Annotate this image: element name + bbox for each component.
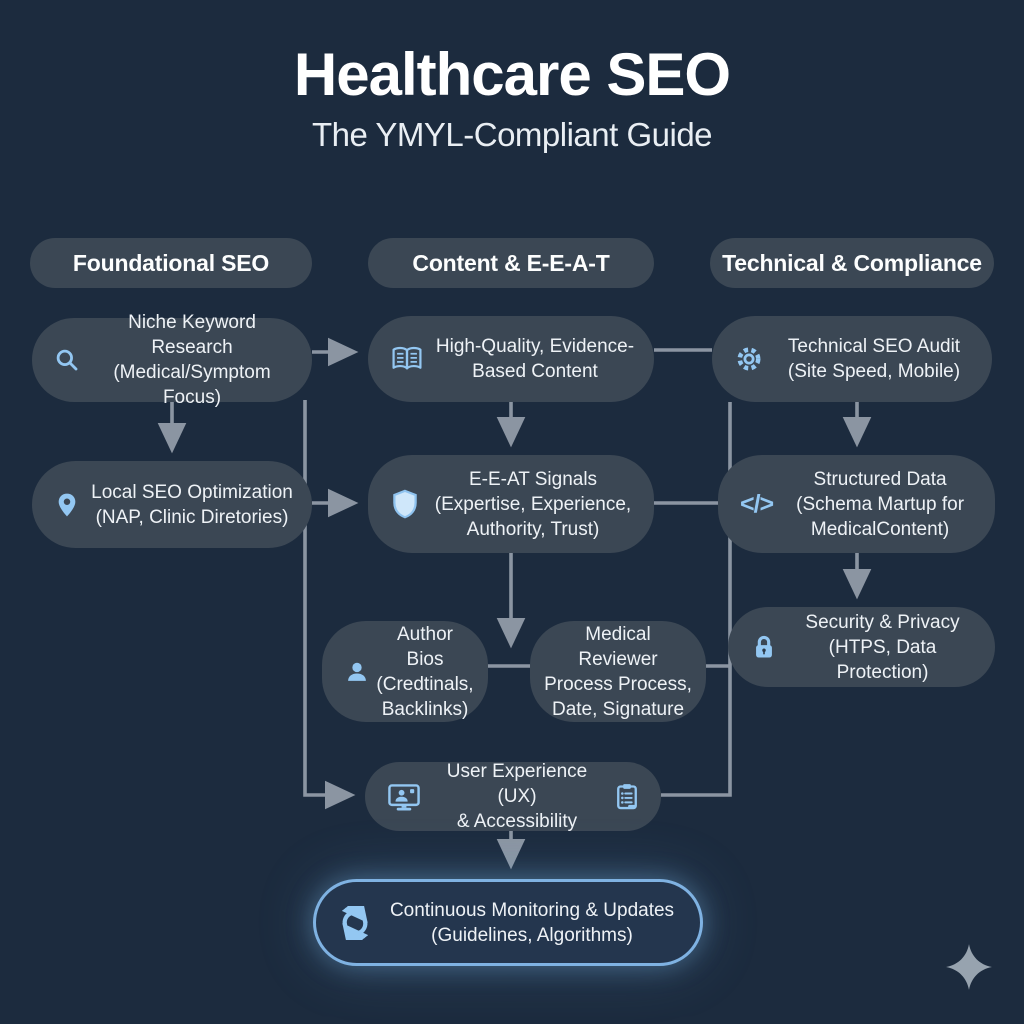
node-author-bios: Author Bios (Credtinals, Backlinks) [322, 621, 488, 722]
map-pin-icon [54, 491, 80, 519]
node-label: Continuous Monitoring & Updates (Guideli… [389, 899, 675, 946]
node-label: Local SEO Optimization (NAP, Clinic Dire… [91, 481, 293, 528]
node-eeat-signals: E-E-AT Signals (Expertise, Experience, A… [368, 455, 654, 553]
page-subtitle: The YMYL-Compliant Guide [311, 116, 713, 153]
shield-icon [390, 488, 420, 520]
node-medical-reviewer-process: Medical Reviewer Process Process, Date, … [530, 621, 706, 722]
node-label: Structured Data (Schema Martup for Medic… [796, 468, 965, 540]
node-local-seo-optimization: Local SEO Optimization (NAP, Clinic Dire… [32, 461, 312, 548]
refresh-icon [338, 905, 372, 940]
node-label: E-E-AT Signals (Expertise, Experience, A… [434, 468, 632, 540]
sparkle-icon [944, 942, 994, 992]
monitor-user-icon [387, 782, 421, 812]
node-label: Security & Privacy (HTPS, Data Protectio… [805, 611, 960, 683]
node-label: High-Quality, Evidence- Based Content [435, 336, 635, 382]
search-icon [54, 347, 80, 373]
node-label: User Experience (UX) & Accessibility [446, 761, 588, 832]
node-label: Technical SEO Audit (Site Speed, Mobile) [787, 336, 961, 382]
node-label: Author Bios (Credtinals, Backlinks) [376, 623, 474, 720]
node-technical-seo-audit: Technical SEO Audit (Site Speed, Mobile) [712, 316, 992, 402]
node-user-experience-accessibility: User Experience (UX) & Accessibility [365, 761, 661, 832]
lock-icon [750, 632, 778, 662]
code-icon: </> [740, 489, 774, 518]
node-label: Niche Keyword Research (Medical/Symptom … [113, 312, 271, 408]
node-structured-data: </> Structured Data (Schema Martup for M… [718, 455, 995, 553]
gear-icon [734, 344, 764, 374]
node-high-quality-content: High-Quality, Evidence- Based Content [368, 316, 654, 402]
page-title: Healthcare SEO [293, 41, 731, 108]
node-continuous-monitoring-updates: Continuous Monitoring & Updates (Guideli… [313, 879, 703, 966]
node-label: Medical Reviewer Process Process, Date, … [544, 623, 692, 720]
column-header-foundational-seo: Foundational SEO [30, 238, 312, 288]
clipboard-icon [613, 782, 641, 812]
column-header-content-eeat: Content & E-E-A-T [368, 238, 654, 288]
book-icon [390, 345, 424, 373]
node-security-privacy: Security & Privacy (HTPS, Data Protectio… [728, 607, 995, 687]
user-icon [344, 659, 370, 685]
column-header-technical-compliance: Technical & Compliance [710, 238, 994, 288]
node-niche-keyword-research: Niche Keyword Research (Medical/Symptom … [32, 312, 312, 408]
